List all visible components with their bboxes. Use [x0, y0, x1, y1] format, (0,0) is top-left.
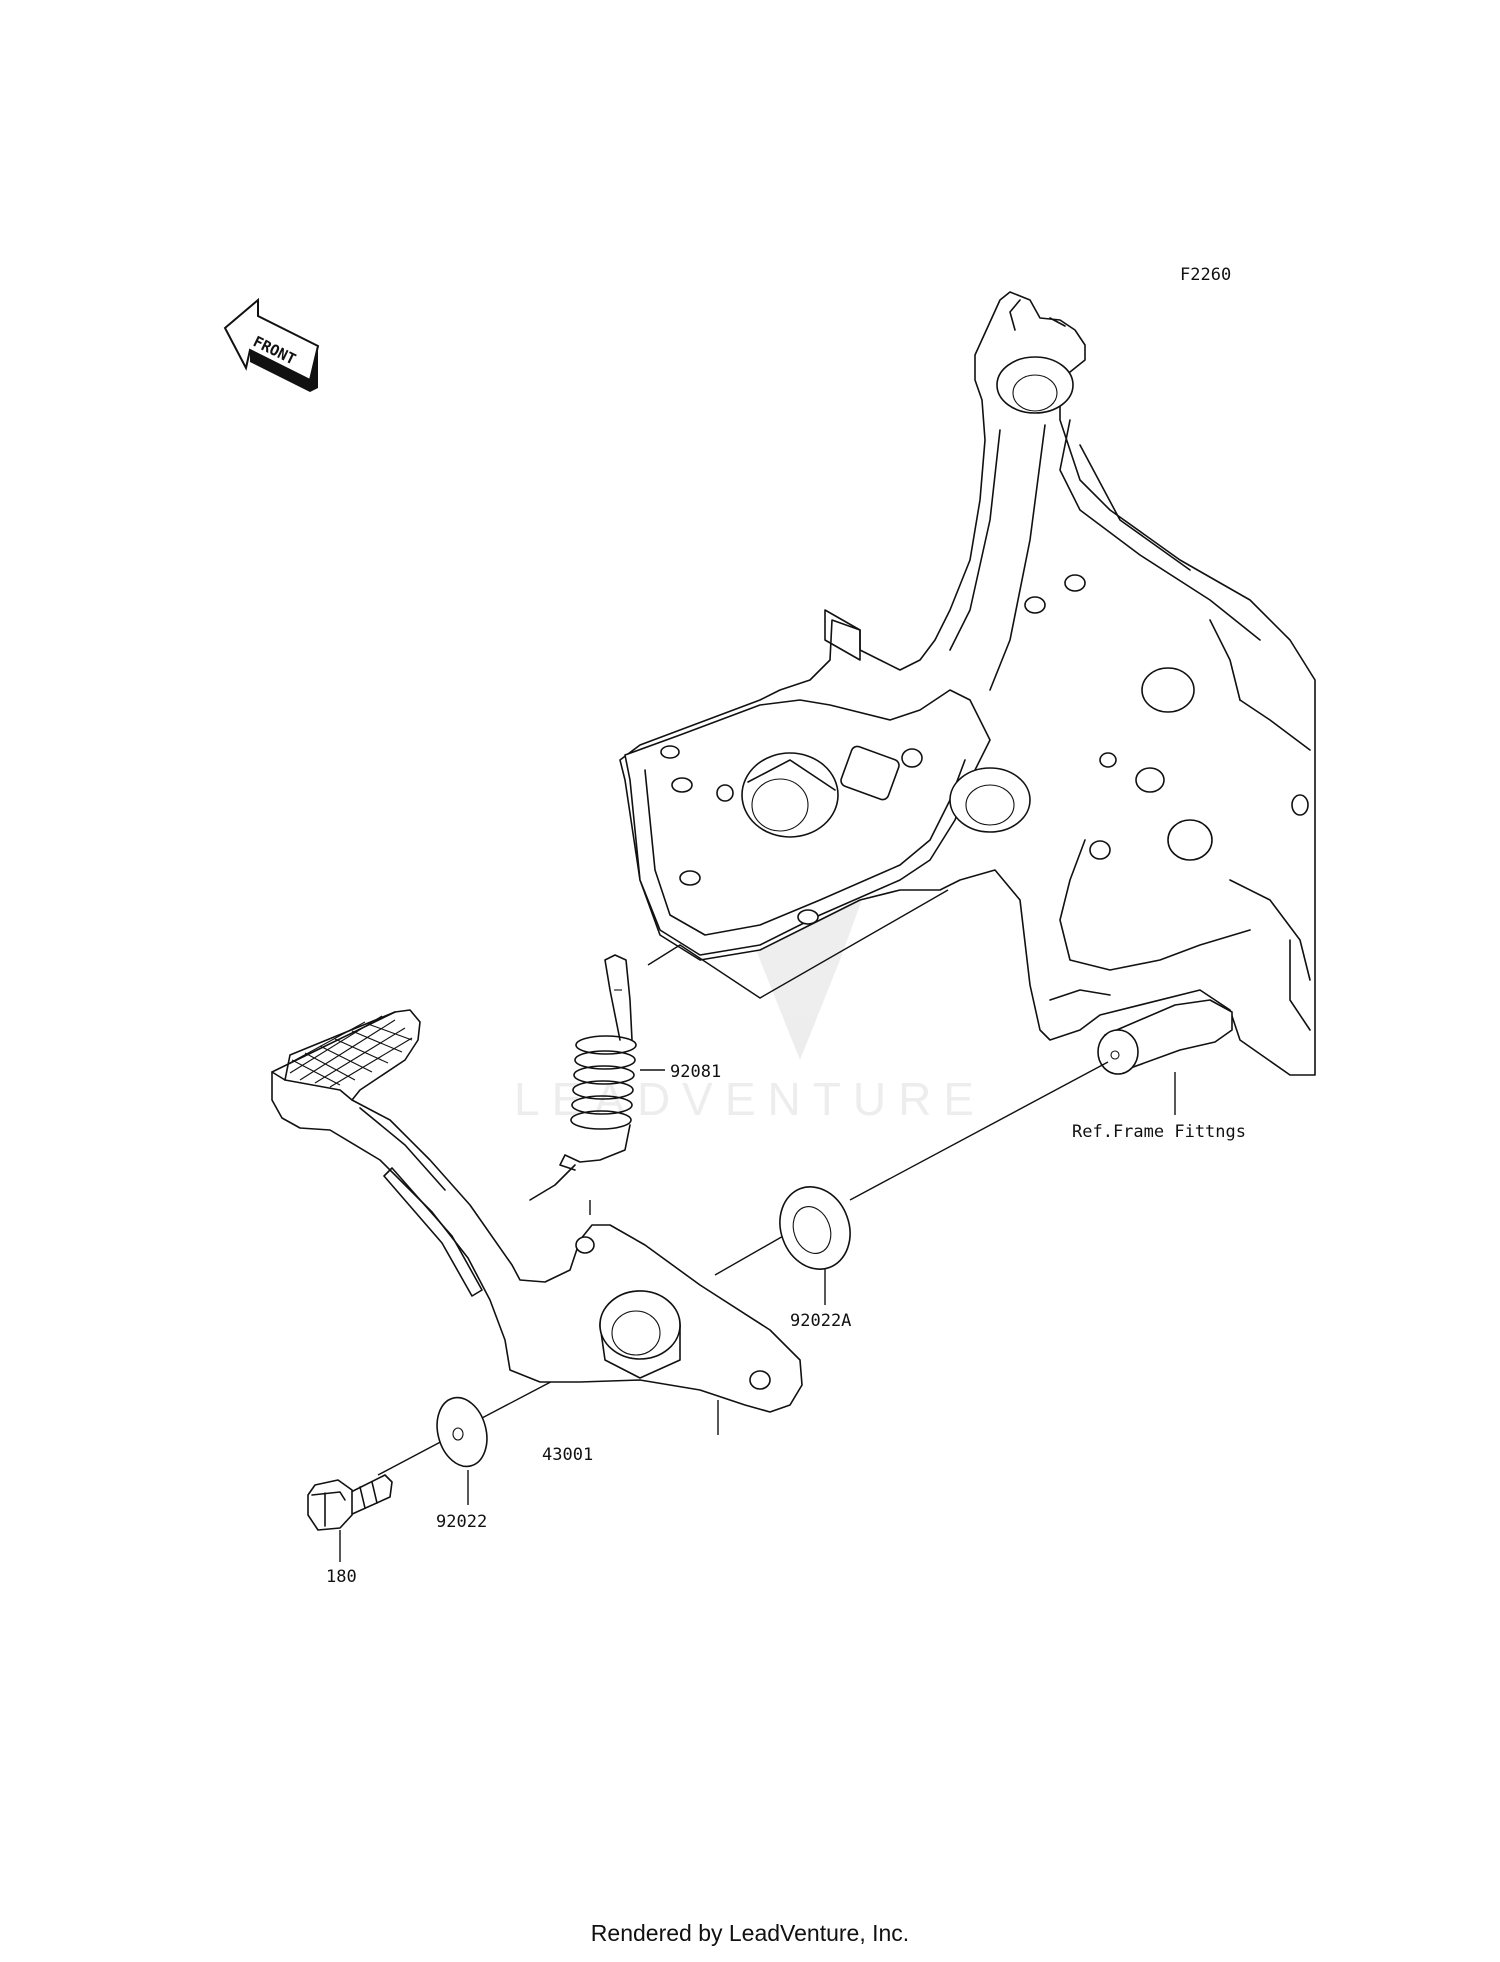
label-92081: 92081 [670, 1062, 721, 1082]
washer [436, 1396, 488, 1468]
brake-pedal [271, 1009, 803, 1413]
watermark-text: LEADVENTURE [514, 1073, 986, 1125]
return-spring [529, 954, 637, 1201]
label-180: 180 [326, 1567, 357, 1587]
frame-fitting [619, 291, 1316, 1076]
bolt [307, 1474, 393, 1531]
part-labels: 92081 43001 92022A 92022 180 Ref.Frame F… [326, 1062, 1246, 1587]
collar [779, 1186, 851, 1270]
label-92022: 92022 [436, 1512, 487, 1532]
pedal-pad-grid [287, 1015, 413, 1088]
label-92022a: 92022A [790, 1311, 851, 1331]
front-arrow-icon: FRONT [223, 297, 320, 392]
label-43001: 43001 [542, 1445, 593, 1465]
diagram-code: F2260 [1180, 265, 1231, 285]
footer-credit: Rendered by LeadVenture, Inc. [590, 1920, 910, 1946]
label-frame-fittings: Ref.Frame Fittngs [1072, 1122, 1246, 1142]
